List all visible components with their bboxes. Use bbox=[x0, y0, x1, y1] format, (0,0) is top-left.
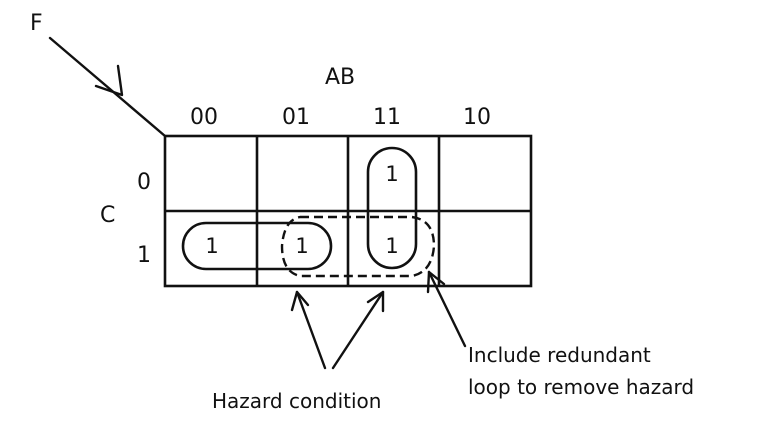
hazard-arrow-right bbox=[331, 290, 385, 370]
horizontal-group-loop bbox=[181, 221, 333, 271]
function-arrowhead bbox=[94, 64, 124, 97]
hazard-arrow-left bbox=[295, 290, 327, 370]
cell-r1-c01: 1 bbox=[295, 234, 308, 258]
redundant-dashed-loop bbox=[280, 215, 436, 278]
cell-r1-c00: 1 bbox=[205, 234, 218, 258]
column-code-00: 00 bbox=[190, 105, 218, 130]
cell-r1-c11: 1 bbox=[385, 234, 398, 258]
karnaugh-grid bbox=[163, 134, 533, 288]
function-arrow bbox=[48, 36, 167, 138]
column-code-10: 10 bbox=[463, 105, 491, 130]
redundant-note-line2: loop to remove hazard bbox=[468, 375, 694, 399]
column-code-11: 11 bbox=[373, 105, 401, 130]
redundant-arrow bbox=[427, 270, 467, 348]
column-code-01: 01 bbox=[282, 105, 310, 130]
redundant-note-line1: Include redundant bbox=[468, 343, 651, 367]
row-code-0: 0 bbox=[137, 170, 151, 195]
hazard-condition-label: Hazard condition bbox=[212, 389, 381, 413]
hazard-arrowhead-left bbox=[290, 290, 310, 312]
function-label: F bbox=[30, 11, 43, 36]
redundant-arrowhead bbox=[426, 270, 446, 294]
row-variable-label: C bbox=[100, 203, 115, 228]
row-code-1: 1 bbox=[137, 243, 151, 268]
column-variables-label: AB bbox=[325, 65, 355, 90]
vertical-group-loop bbox=[366, 146, 418, 270]
cell-r0-c11: 1 bbox=[385, 162, 398, 186]
hazard-arrowhead-right bbox=[366, 290, 385, 313]
